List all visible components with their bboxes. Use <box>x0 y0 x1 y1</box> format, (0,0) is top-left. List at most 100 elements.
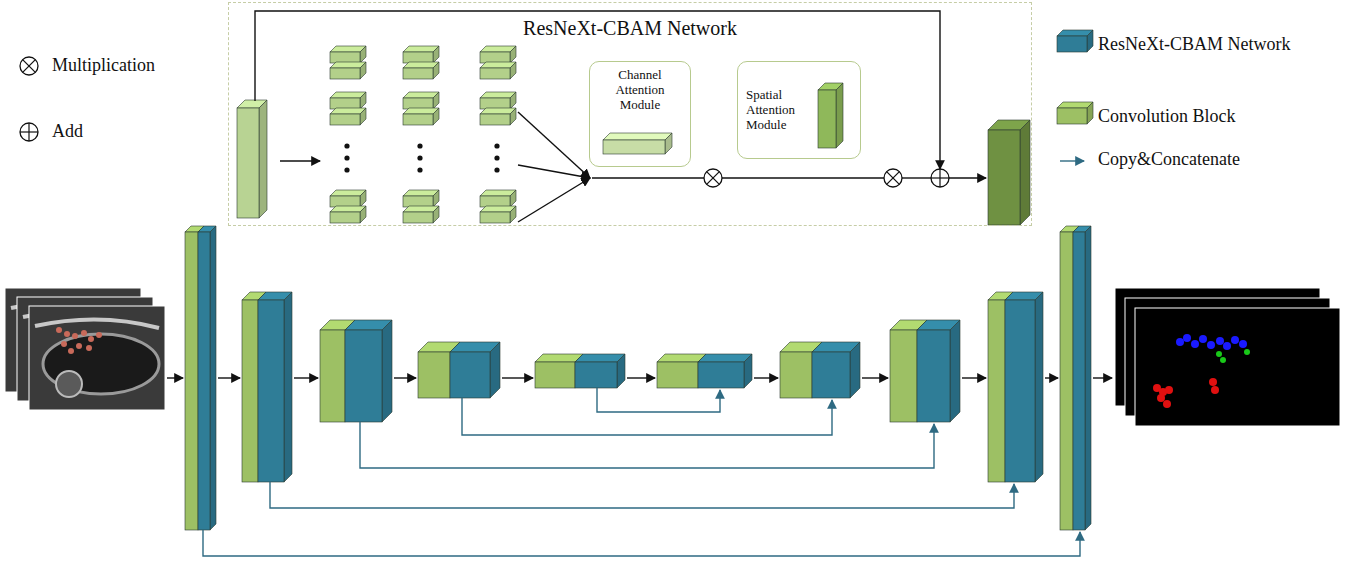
image-frame <box>29 306 165 410</box>
group-conv-block <box>403 108 439 125</box>
resnext-cbam-block <box>698 354 752 388</box>
block-front <box>1073 232 1085 530</box>
block-front <box>330 114 360 125</box>
flow-arrow <box>962 377 986 378</box>
block-side <box>360 62 366 79</box>
block-side <box>510 62 516 79</box>
flow-arrow <box>502 377 533 378</box>
symbol-circle <box>20 123 38 141</box>
block-front <box>330 52 360 63</box>
block-front <box>480 52 510 63</box>
mask-blob <box>1209 378 1217 386</box>
block-top <box>698 354 752 362</box>
legend-arrow <box>1060 160 1084 161</box>
group-conv-block <box>480 206 516 223</box>
block-front <box>237 108 259 218</box>
block-front <box>480 196 510 207</box>
legend-swatch <box>1054 28 1094 54</box>
merge-arrow <box>518 112 590 178</box>
ellipsis-dot <box>417 167 422 172</box>
group-conv-block <box>403 190 439 207</box>
symbol-stroke <box>707 172 720 185</box>
block-side <box>1020 120 1030 225</box>
block-top <box>603 133 672 140</box>
group-conv-block <box>480 92 516 109</box>
group-conv-block <box>403 46 439 63</box>
image-dot <box>61 341 67 347</box>
group-conv-block <box>480 108 516 125</box>
block-side <box>1035 292 1043 482</box>
flow-line <box>902 177 931 178</box>
ellipsis-dot <box>417 143 422 148</box>
block-side <box>617 354 625 388</box>
group-conv-block <box>330 206 366 223</box>
flow-arrow <box>754 377 778 378</box>
resnext-cbam-block <box>258 292 292 482</box>
module-label: Spatial Attention Module <box>746 88 812 133</box>
block-side <box>360 46 366 63</box>
segmentation-mask <box>1135 308 1340 426</box>
block-side <box>1087 102 1093 124</box>
mask-blob <box>1183 334 1191 342</box>
symbol-stroke <box>28 123 29 141</box>
symbol-stroke <box>887 172 900 185</box>
output-masks <box>1115 288 1340 426</box>
block-side <box>433 46 439 63</box>
ellipsis-dot <box>494 167 499 172</box>
resnext-cbam-block <box>1073 226 1091 530</box>
legend-label: Add <box>52 121 83 142</box>
mask-blob <box>1157 394 1165 402</box>
legend-sample <box>1058 150 1098 176</box>
block-front <box>480 212 510 223</box>
image-head <box>56 371 82 397</box>
block-front <box>330 212 360 223</box>
mask-blob <box>1211 386 1219 394</box>
image-dot <box>96 332 102 338</box>
resnext-cbam-block <box>575 354 625 388</box>
output-feature <box>988 120 1030 225</box>
resnext-cbam-block <box>198 226 216 530</box>
mask-blob <box>1239 340 1247 348</box>
block-front <box>988 300 1005 482</box>
channel-attention-map <box>603 133 672 154</box>
block-side <box>433 92 439 109</box>
input-images <box>5 288 165 410</box>
image-dot <box>68 348 74 354</box>
module-label: Channel Attention Module <box>594 68 686 113</box>
mask-blob <box>1220 357 1226 363</box>
block-front <box>480 114 510 125</box>
symbol-circle <box>704 169 722 187</box>
block-front <box>418 352 450 398</box>
mask-blob <box>1244 349 1250 355</box>
block-front <box>242 300 258 482</box>
block-front <box>698 362 744 388</box>
block-front <box>198 232 210 530</box>
skip-connection <box>270 482 1014 508</box>
flow-arrow <box>294 377 318 378</box>
ellipsis-dot <box>417 155 422 160</box>
flow-arrow <box>862 377 888 378</box>
mask-blob <box>1163 400 1171 408</box>
block-front <box>403 196 433 207</box>
block-front <box>988 130 1020 225</box>
block-front <box>330 196 360 207</box>
flow-arrow <box>1045 377 1058 378</box>
block-front <box>330 98 360 109</box>
block-front <box>657 362 698 388</box>
symbol-stroke <box>23 60 36 73</box>
ellipsis-dot <box>344 143 349 148</box>
group-conv-block <box>330 46 366 63</box>
mask-blob <box>1223 342 1231 350</box>
group-conv-block <box>330 92 366 109</box>
group-conv-block <box>480 62 516 79</box>
block-side <box>284 292 292 482</box>
legend-label: Copy&Concatenate <box>1098 149 1240 170</box>
symbol-stroke <box>939 169 940 187</box>
block-front <box>812 352 850 398</box>
block-front <box>480 68 510 79</box>
block-side <box>1087 30 1093 52</box>
input-feature <box>237 100 267 218</box>
image-dot <box>76 343 82 349</box>
